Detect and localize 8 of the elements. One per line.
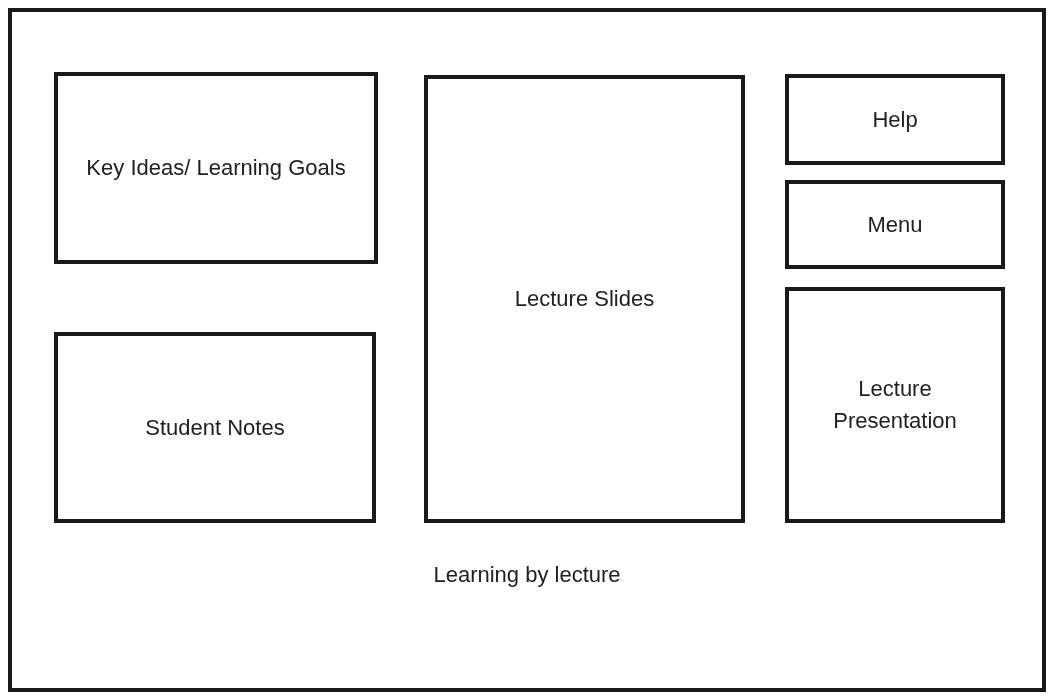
frame-caption: Learning by lecture	[432, 562, 622, 588]
layout-panel: Key Ideas/ Learning Goals	[54, 72, 378, 264]
layout-panel: Lecture Presentation	[785, 287, 1005, 523]
layout-panel: Student Notes	[54, 332, 376, 523]
layout-panel: Menu	[785, 180, 1005, 269]
page-frame	[8, 8, 1046, 692]
layout-panel: Lecture Slides	[424, 75, 745, 523]
layout-panel: Help	[785, 74, 1005, 165]
